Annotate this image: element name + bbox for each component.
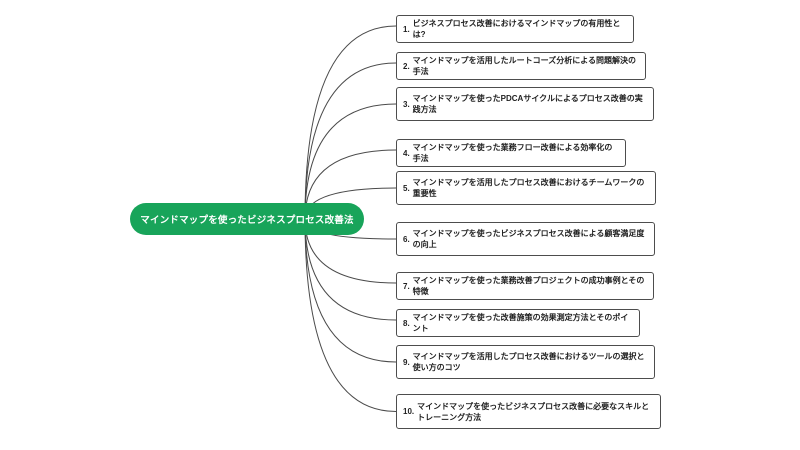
connector-line-10 — [304, 218, 397, 412]
branch-label: マインドマップを使ったPDCAサイクルによるプロセス改善の実践方法 — [412, 94, 643, 114]
connector-line-3 — [304, 103, 397, 220]
branch-node-8[interactable]: 8. マインドマップを使った改善施策の効果測定方法とそのポイント — [396, 309, 640, 337]
connector-line-2 — [304, 62, 397, 220]
branch-label: マインドマップを活用したプロセス改善におけるチームワークの重要性 — [412, 178, 645, 198]
branch-number: 9. — [403, 357, 410, 367]
branch-node-5[interactable]: 5. マインドマップを活用したプロセス改善におけるチームワークの重要性 — [396, 171, 656, 205]
branch-label: マインドマップを使ったビジネスプロセス改善による顧客満足度の向上 — [412, 229, 645, 249]
branch-label: ビジネスプロセス改善におけるマインドマップの有用性とは? — [412, 19, 621, 39]
branch-node-10[interactable]: 10. マインドマップを使ったビジネスプロセス改善に必要なスキルとトレーニング方… — [396, 394, 661, 429]
branch-number: 5. — [403, 183, 410, 193]
connector-line-9 — [304, 218, 397, 363]
branch-number: 10. — [403, 407, 415, 416]
root-node-label: マインドマップを使ったビジネスプロセス改善法 — [140, 215, 354, 226]
branch-node-7[interactable]: 7. マインドマップを使った業務改善プロジェクトの成功事例とその特徴 — [396, 272, 654, 300]
branch-number: 3. — [403, 99, 410, 109]
branch-node-1[interactable]: 1. ビジネスプロセス改善におけるマインドマップの有用性とは? — [396, 15, 634, 43]
branch-label: マインドマップを使った業務改善プロジェクトの成功事例とその特徴 — [412, 276, 645, 296]
branch-number: 6. — [403, 234, 410, 244]
branch-node-3[interactable]: 3. マインドマップを使ったPDCAサイクルによるプロセス改善の実践方法 — [396, 87, 654, 121]
branch-number: 8. — [403, 318, 410, 328]
branch-label: マインドマップを活用したプロセス改善におけるツールの選択と使い方のコツ — [412, 352, 645, 372]
branch-label: マインドマップを使ったビジネスプロセス改善に必要なスキルとトレーニング方法 — [417, 401, 650, 422]
root-node[interactable]: マインドマップを使ったビジネスプロセス改善法 — [130, 203, 364, 235]
branch-number: 4. — [403, 148, 410, 158]
branch-number: 7. — [403, 281, 410, 291]
branch-node-6[interactable]: 6. マインドマップを使ったビジネスプロセス改善による顧客満足度の向上 — [396, 222, 655, 256]
branch-number: 2. — [403, 61, 410, 71]
branch-label: マインドマップを使った業務フロー改善による効率化の手法 — [412, 143, 613, 163]
branch-node-4[interactable]: 4. マインドマップを使った業務フロー改善による効率化の手法 — [396, 139, 626, 167]
connector-line-8 — [304, 218, 397, 321]
branch-number: 1. — [403, 24, 410, 34]
branch-node-9[interactable]: 9. マインドマップを活用したプロセス改善におけるツールの選択と使い方のコツ — [396, 345, 655, 379]
branch-label: マインドマップを活用したルートコーズ分析による問題解決の手法 — [412, 56, 637, 76]
connector-line-1 — [304, 25, 397, 220]
branch-node-2[interactable]: 2. マインドマップを活用したルートコーズ分析による問題解決の手法 — [396, 52, 646, 80]
branch-label: マインドマップを使った改善施策の効果測定方法とそのポイント — [412, 313, 629, 333]
